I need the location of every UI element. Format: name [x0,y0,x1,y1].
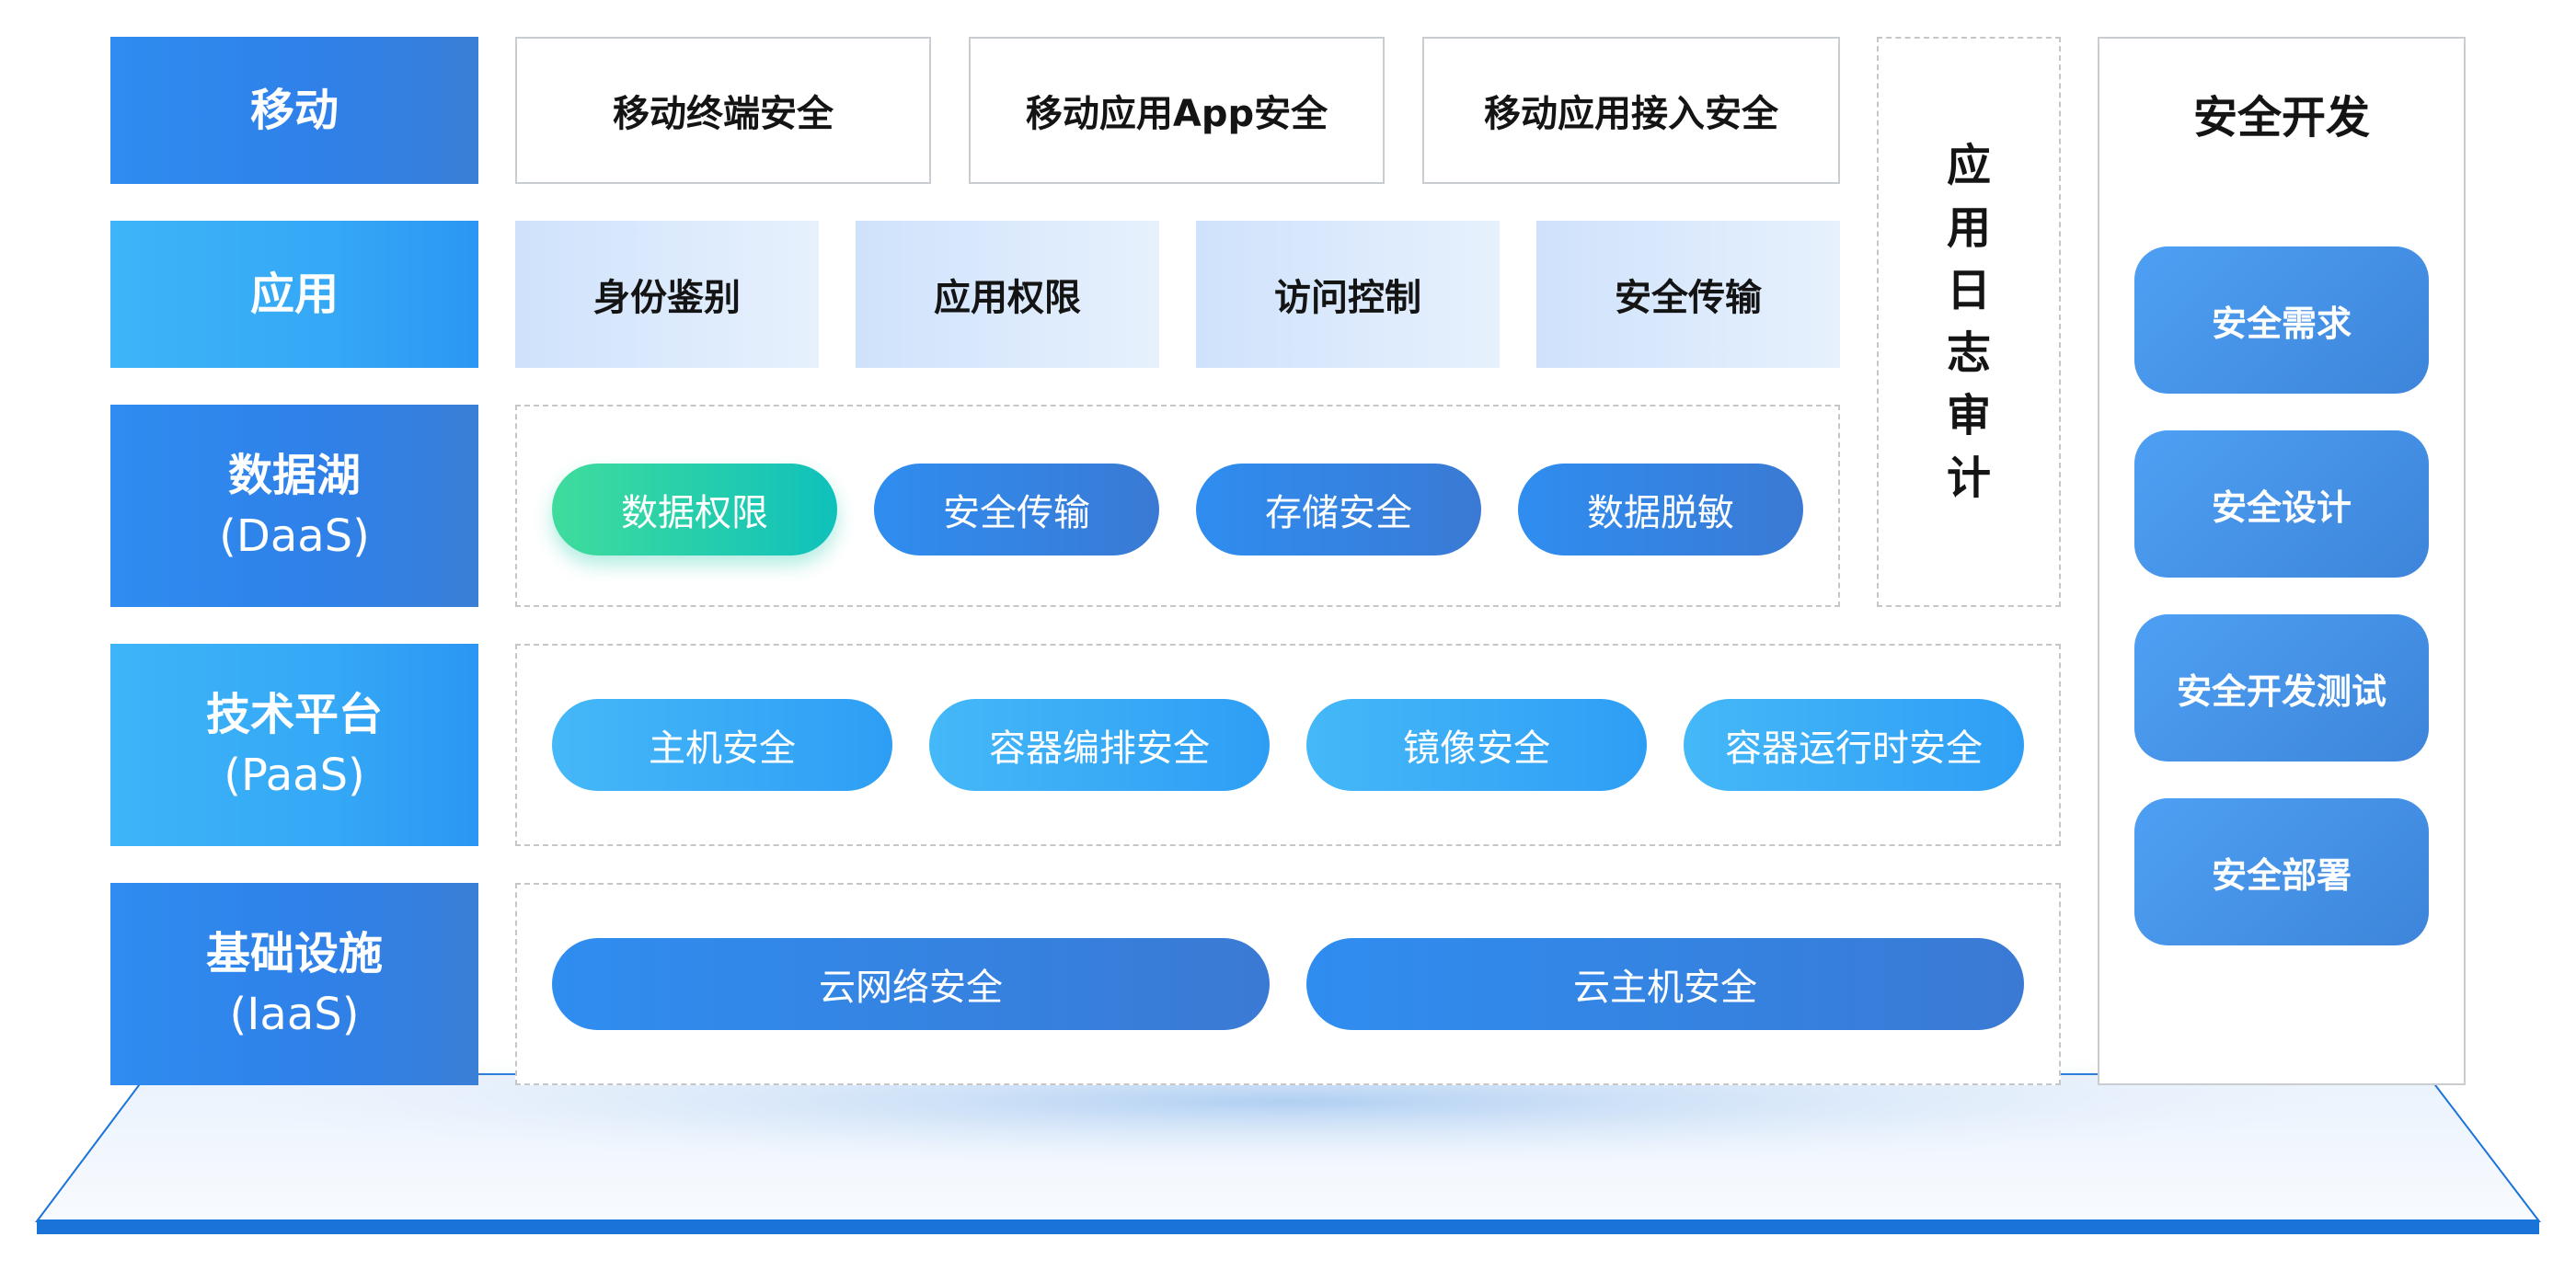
cloud-network-security-pill: 云网络安全 [552,938,1270,1030]
identity-authentication-tile: 身份鉴别 [515,221,819,368]
log-audit-column: 应 用 日 志 审 计 [1877,37,2061,607]
log-audit-char: 志 [1946,327,1991,379]
layer-name: 技术平台 [205,689,383,740]
layer-sub: (DaaS) [219,510,370,562]
layer-label-application: 应用 [110,221,478,368]
security-dev-testing-item: 安全开发测试 [2134,614,2429,761]
layer-label-daas: 数据湖 (DaaS) [110,405,478,607]
host-security-pill: 主机安全 [552,699,892,791]
log-audit-char: 应 [1946,140,1991,191]
data-masking-pill: 数据脱敏 [1518,464,1803,555]
layer-label-paas: 技术平台 (PaaS) [110,644,478,846]
layer-name: 数据湖 [227,450,361,501]
data-permission-pill: 数据权限 [552,464,837,555]
mobile-terminal-security-box: 移动终端安全 [515,37,931,184]
log-audit-char: 审 [1946,390,1991,441]
secure-development-panel: 安全开发 安全需求 安全设计 安全开发测试 安全部署 [2098,37,2466,1085]
image-security-pill: 镜像安全 [1306,699,1647,791]
cloud-host-security-pill: 云主机安全 [1306,938,2024,1030]
access-control-tile: 访问控制 [1196,221,1500,368]
application-permission-tile: 应用权限 [856,221,1159,368]
log-audit-char: 用 [1946,202,1991,254]
layer-name: 应用 [249,269,339,320]
secure-development-title: 安全开发 [2192,92,2370,143]
container-orchestration-security-pill: 容器编排安全 [929,699,1270,791]
layer-label-mobile: 移动 [110,37,478,184]
security-deployment-item: 安全部署 [2134,798,2429,945]
mobile-app-access-security-box: 移动应用接入安全 [1422,37,1840,184]
secure-transmission-tile: 安全传输 [1536,221,1840,368]
layer-name: 移动 [249,85,339,136]
mobile-app-security-box: 移动应用App安全 [969,37,1385,184]
daas-secure-transmission-pill: 安全传输 [874,464,1159,555]
container-runtime-security-pill: 容器运行时安全 [1684,699,2024,791]
log-audit-char: 日 [1946,265,1991,316]
layer-sub: (PaaS) [224,750,365,801]
layer-name: 基础设施 [205,928,383,979]
storage-security-pill: 存储安全 [1196,464,1481,555]
layer-sub: (IaaS) [229,989,360,1040]
security-requirements-item: 安全需求 [2134,246,2429,394]
security-design-item: 安全设计 [2134,430,2429,578]
layer-label-iaas: 基础设施 (IaaS) [110,883,478,1085]
log-audit-char: 计 [1946,452,1991,504]
